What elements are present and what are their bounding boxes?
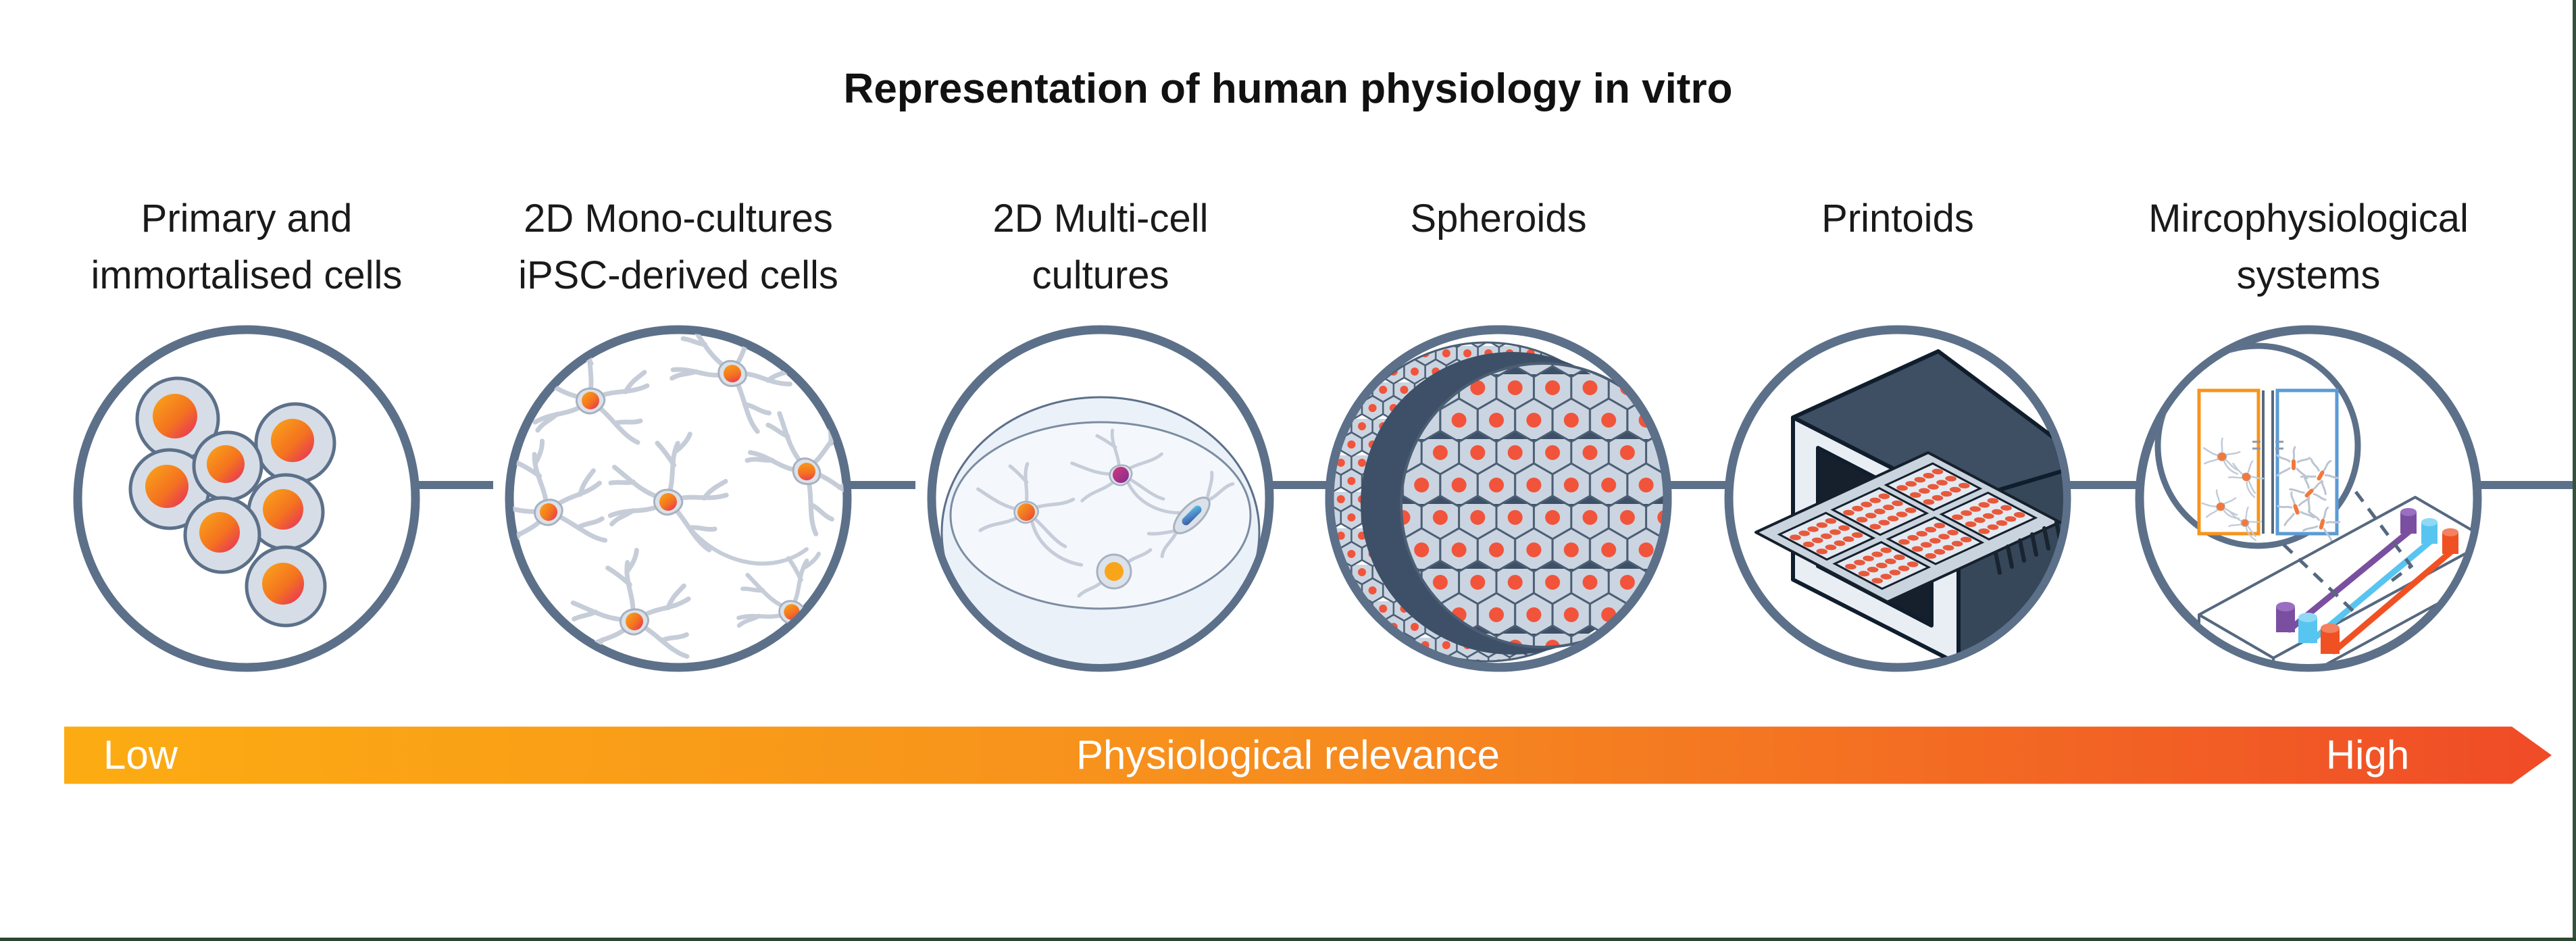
figure-bottom-border (0, 938, 2576, 941)
chip-ports-far (2400, 508, 2458, 554)
connector-line (1266, 481, 1334, 489)
connector-line (412, 481, 493, 489)
chamber-gap-marks (2252, 440, 2283, 450)
printer-tray (1754, 451, 2061, 603)
cell-cluster (128, 376, 336, 628)
connector-line (2063, 481, 2143, 489)
chamber-neurons (2198, 437, 2269, 542)
axis-high-label: High (2325, 732, 2410, 778)
spheroid (1333, 341, 1664, 663)
figure-title: Representation of human physiology in vi… (843, 66, 1733, 112)
neuron-monoculture-icon (489, 309, 867, 672)
axis-title: Physiological relevance (1076, 732, 1500, 778)
mixed-cells (978, 419, 1235, 598)
organ-on-chip-icon (2135, 325, 2482, 672)
connector-line (2474, 481, 2576, 489)
stage-label-printoids: Printoids (1821, 197, 1974, 240)
culture-dish (940, 396, 1261, 664)
axis-low-label: Low (103, 732, 178, 778)
round-cell (1077, 548, 1153, 598)
bipolar-cell (1146, 470, 1235, 559)
chip-ports-near (2276, 602, 2340, 654)
spheroid-icon (1325, 325, 1672, 672)
callout-dashed-lines (2282, 490, 2414, 616)
spheroid-core (1400, 362, 1664, 648)
bioprinter-icon (1724, 325, 2071, 672)
figure-right-border (2573, 0, 2576, 941)
bioprinter (1754, 349, 2063, 664)
physiological-relevance-axis: Low Physiological relevance High (64, 726, 2552, 784)
organ-on-chip (2154, 342, 2474, 664)
chamber-wall (2262, 390, 2274, 534)
stage-label-spheroids: Spheroids (1410, 197, 1587, 240)
connector-line (1665, 481, 1732, 489)
cell-cluster-icon (73, 325, 420, 672)
connector-line (844, 481, 915, 489)
dish-multicell-icon (927, 325, 1274, 672)
neuron-field (489, 309, 867, 671)
